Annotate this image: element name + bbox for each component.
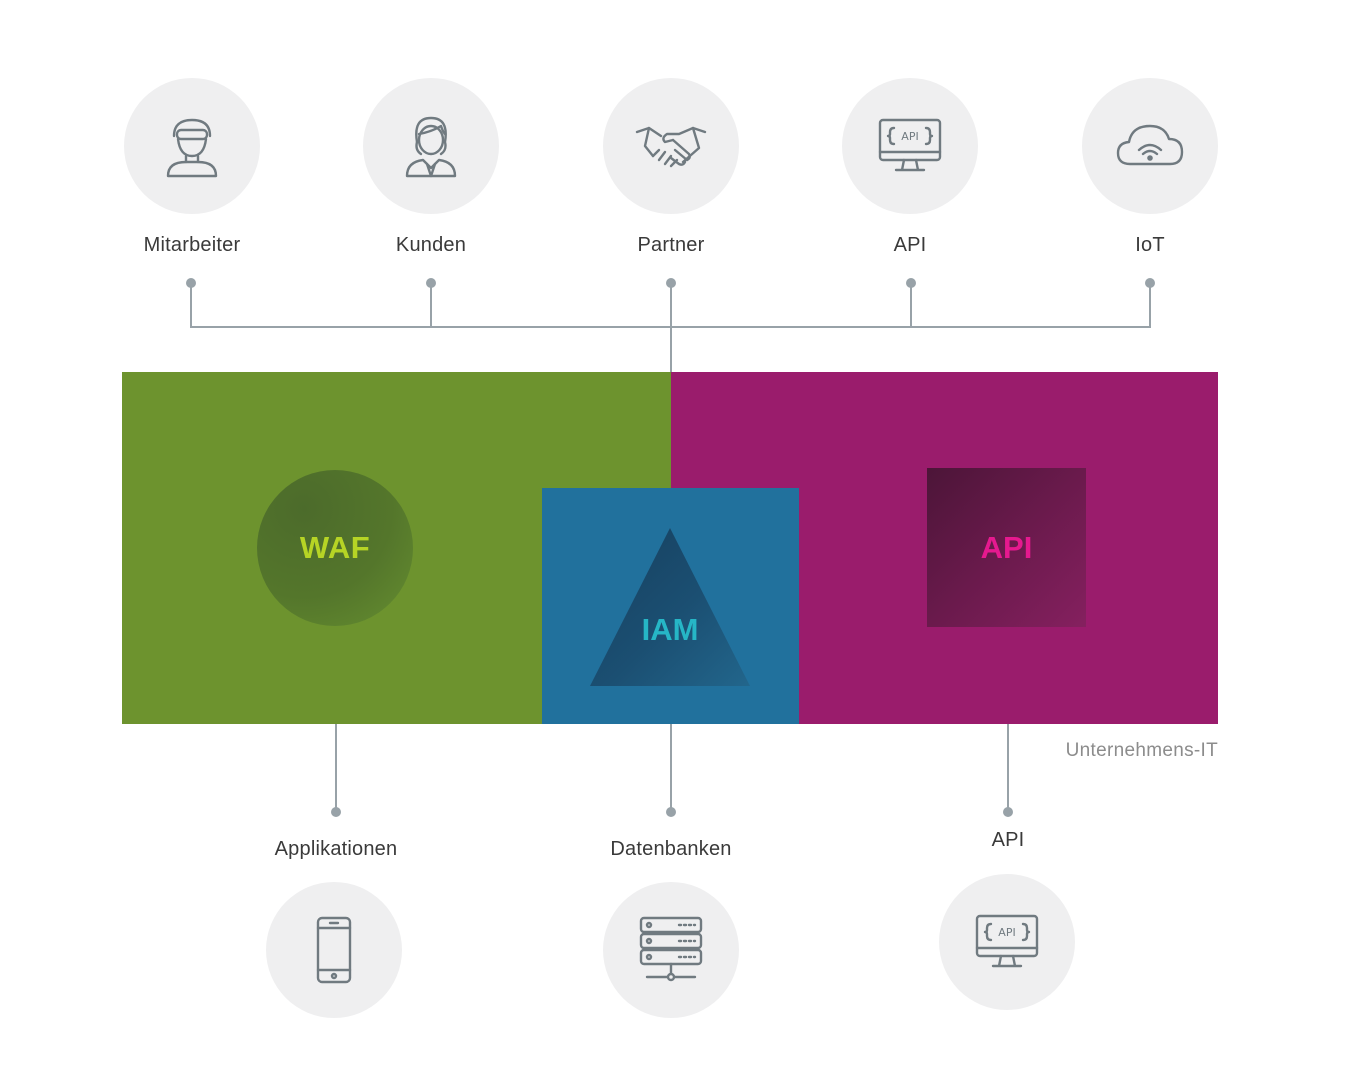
node-label-partner: Partner: [637, 234, 705, 256]
api-center-label: API: [980, 529, 1033, 565]
server-icon: [639, 916, 703, 982]
node-label-api-bottom: API: [991, 829, 1025, 851]
employee-icon: [166, 118, 218, 178]
node-label-api-top: API: [893, 234, 927, 256]
waf-label: WAF: [299, 530, 371, 565]
api-top-node: API: [842, 78, 978, 214]
svg-text:API: API: [998, 926, 1015, 939]
databases-node: [603, 882, 739, 1018]
customer-icon: [405, 116, 457, 178]
node-label-mitarbeiter: Mitarbeiter: [143, 234, 241, 256]
api-monitor-icon: API: [878, 118, 942, 172]
api-monitor-icon: API: [975, 914, 1039, 968]
cloud-wifi-icon: [1116, 124, 1184, 166]
handshake-icon: [635, 126, 707, 168]
employee-node: [124, 78, 260, 214]
partner-node: [603, 78, 739, 214]
enterprise-it-caption: Unternehmens-IT: [1065, 740, 1218, 761]
node-label-applikationen: Applikationen: [274, 838, 398, 860]
iam-triangle: [590, 528, 750, 686]
waf-badge: WAF: [257, 470, 413, 626]
node-label-datenbanken: Datenbanken: [610, 838, 732, 860]
applications-node: [266, 882, 402, 1018]
iot-node: [1082, 78, 1218, 214]
node-label-iot: IoT: [1135, 234, 1165, 256]
api-badge: API: [927, 468, 1086, 627]
customer-node: [363, 78, 499, 214]
api-bottom-node: API: [939, 874, 1075, 1010]
svg-text:API: API: [901, 130, 918, 143]
smartphone-icon: [316, 916, 352, 984]
iam-label: IAM: [641, 612, 699, 647]
node-label-kunden: Kunden: [395, 234, 467, 256]
